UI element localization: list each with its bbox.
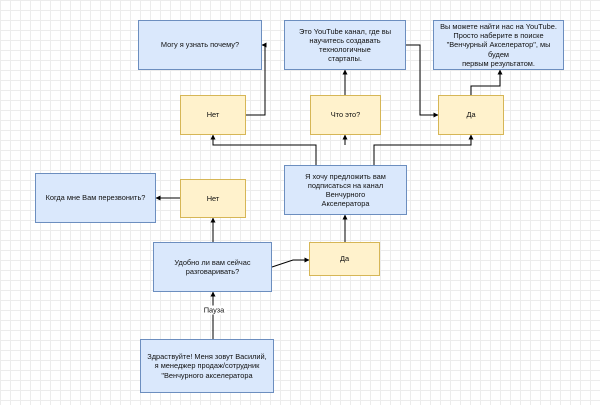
edge-convenient-to-yes[interactable] <box>271 257 310 268</box>
edge-label-pause: Пауза <box>201 305 227 315</box>
node-about[interactable]: Это YouTube канал, где вы научитесь созд… <box>284 20 406 70</box>
node-greeting[interactable]: Здраствуйте! Меня зовут Василий, я менед… <box>140 339 274 393</box>
edge-offer-to-yes-top[interactable] <box>373 134 474 165</box>
node-no-top[interactable]: Нет <box>180 95 246 135</box>
node-convenient[interactable]: Удобно ли вам сейчас разговаривать? <box>153 242 272 292</box>
node-find[interactable]: Вы можете найти нас на YouTube. Просто н… <box>433 20 564 70</box>
node-callback[interactable]: Когда мне Вам перезвонить? <box>35 173 156 223</box>
edge-yes-top-to-find[interactable] <box>470 69 503 95</box>
edge-offer-to-no-top[interactable] <box>210 134 317 165</box>
node-offer[interactable]: Я хочу предложить вам подписаться на кан… <box>284 165 407 215</box>
node-what[interactable]: Что это? <box>310 95 381 135</box>
node-why[interactable]: Могу я узнать почему? <box>138 20 262 70</box>
edge-about-to-yes-top[interactable] <box>406 44 439 118</box>
edge-no-top-to-why[interactable] <box>246 42 267 116</box>
node-yes-mid[interactable]: Да <box>309 242 380 276</box>
node-no-mid[interactable]: Нет <box>180 179 246 218</box>
node-yes-top[interactable]: Да <box>438 95 504 135</box>
